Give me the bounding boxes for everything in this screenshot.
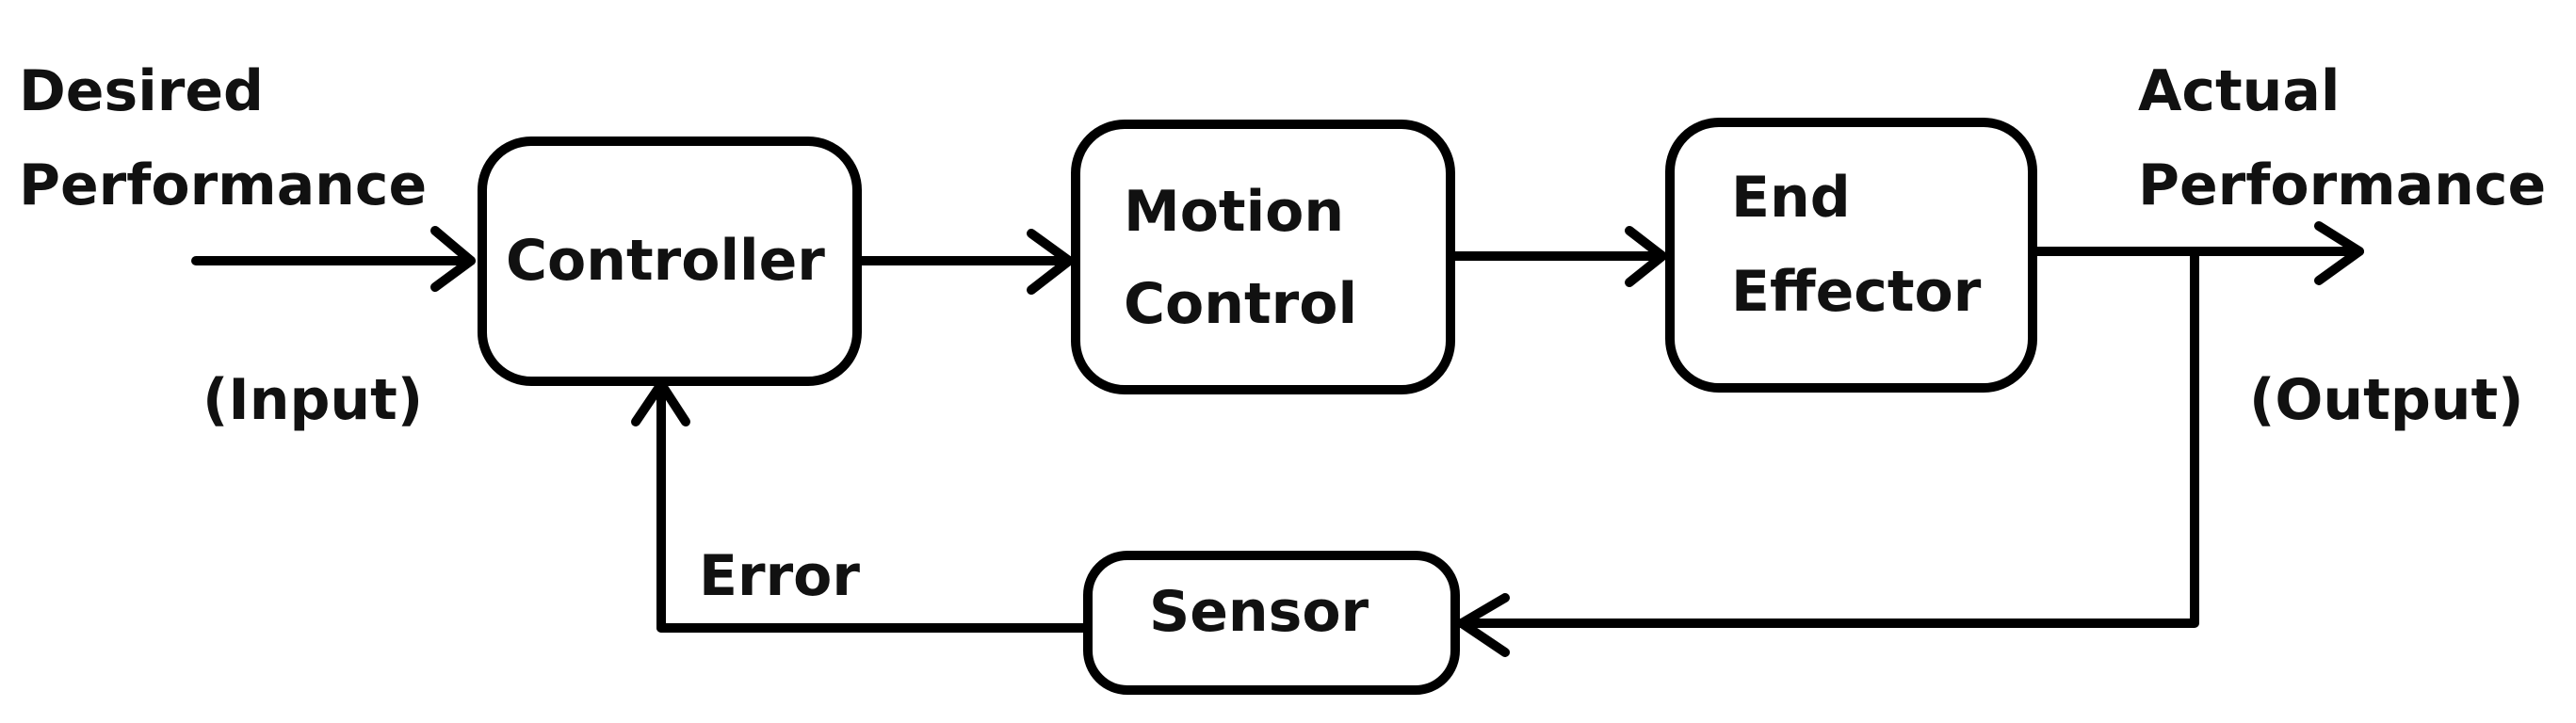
end-effector-block <box>1665 118 2037 393</box>
end-effector-label-line-1: End <box>1731 165 1851 231</box>
output-label-line-1: Actual <box>2138 58 2340 124</box>
error-to-controller-arrow <box>631 379 690 633</box>
controller-label: Controller <box>506 228 825 294</box>
end-effector-label-line-2: Effector <box>1731 259 1982 325</box>
motion-to-effector-arrow <box>1446 226 1667 287</box>
sensor-block <box>1083 551 1460 695</box>
error-label: Error <box>699 543 860 609</box>
feedback-return-wire <box>1455 247 2199 657</box>
output-note: (Output) <box>2249 367 2524 433</box>
input-arrow <box>191 226 476 292</box>
sensor-label: Sensor <box>1149 579 1369 645</box>
motion-control-block <box>1071 120 1455 394</box>
input-label-line-2: Performance <box>19 153 427 218</box>
motion-control-label-line-2: Control <box>1124 271 1357 337</box>
motion-control-label-line-1: Motion <box>1124 179 1344 245</box>
output-label-line-2: Performance <box>2138 153 2546 218</box>
controller-to-motion-arrow <box>852 229 1074 295</box>
input-label-line-1: Desired <box>19 58 264 124</box>
input-note: (Input) <box>203 367 423 433</box>
